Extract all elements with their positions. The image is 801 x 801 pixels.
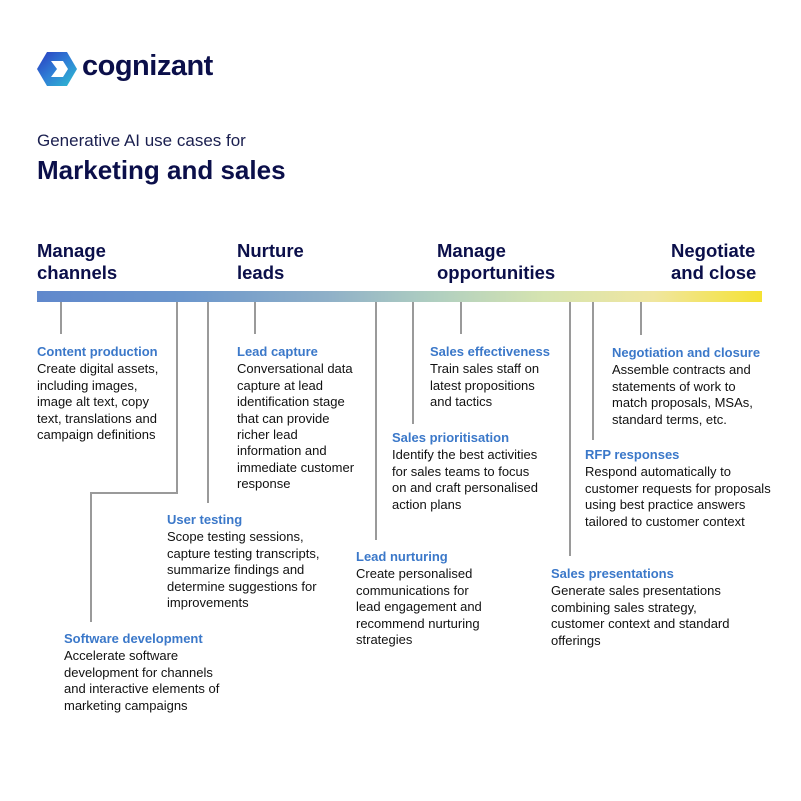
use-case-text: Generate sales presentations combining s… bbox=[551, 583, 730, 648]
use-case-text: Assemble contracts and statements of wor… bbox=[612, 362, 753, 427]
stage-line: Nurture bbox=[237, 240, 304, 261]
use-case-title: Software development bbox=[64, 631, 203, 646]
connector-line bbox=[460, 302, 462, 334]
connector-line bbox=[640, 302, 642, 335]
use-case-title: Sales presentations bbox=[551, 566, 674, 581]
subtitle: Generative AI use cases for bbox=[37, 131, 246, 150]
stage-line: channels bbox=[37, 262, 118, 283]
connector-line bbox=[90, 492, 92, 622]
pipeline-gradient-bar bbox=[37, 291, 762, 302]
stage-line: opportunities bbox=[437, 262, 556, 283]
connector-line bbox=[90, 492, 177, 494]
use-case-title: Lead nurturing bbox=[356, 549, 448, 564]
stage-line: and close bbox=[671, 262, 757, 283]
page-title: Marketing and sales bbox=[37, 155, 286, 185]
use-case-text: Train sales staff on latest propositions… bbox=[430, 361, 540, 410]
brand-name: cognizant bbox=[82, 50, 213, 82]
use-case-text: Identify the best activities for sales t… bbox=[392, 447, 538, 512]
connector-line bbox=[569, 302, 571, 556]
use-case-title: User testing bbox=[167, 512, 243, 527]
connector-line bbox=[207, 302, 209, 503]
use-case-title: Content production bbox=[37, 344, 158, 359]
stage-line: leads bbox=[237, 262, 285, 283]
use-case-title: RFP responses bbox=[585, 447, 680, 462]
connector-line bbox=[176, 302, 178, 494]
use-case-text: Conversational data capture at lead iden… bbox=[237, 361, 355, 492]
use-case-text: Scope testing sessions, capture testing … bbox=[167, 529, 320, 611]
cognizant-logo-icon bbox=[37, 52, 77, 86]
connector-line bbox=[254, 302, 256, 334]
connector-line bbox=[592, 302, 594, 440]
use-case-text: Create personalised communications for l… bbox=[356, 566, 482, 648]
use-case-text: Accelerate software development for chan… bbox=[64, 648, 220, 713]
use-case-title: Sales effectiveness bbox=[430, 344, 550, 359]
connector-line bbox=[412, 302, 414, 424]
stage-line: Manage bbox=[37, 240, 106, 261]
use-case-text: Respond automatically to customer reques… bbox=[585, 464, 771, 529]
connector-line bbox=[60, 302, 62, 334]
stage-line: Negotiate bbox=[671, 240, 756, 261]
use-case-title: Negotiation and closure bbox=[612, 345, 761, 360]
use-case-title: Sales prioritisation bbox=[392, 430, 510, 445]
stage-line: Manage bbox=[437, 240, 506, 261]
use-case-title: Lead capture bbox=[237, 344, 318, 359]
use-case-text: Create digital assets, including images,… bbox=[37, 361, 159, 443]
connector-line bbox=[375, 302, 377, 540]
